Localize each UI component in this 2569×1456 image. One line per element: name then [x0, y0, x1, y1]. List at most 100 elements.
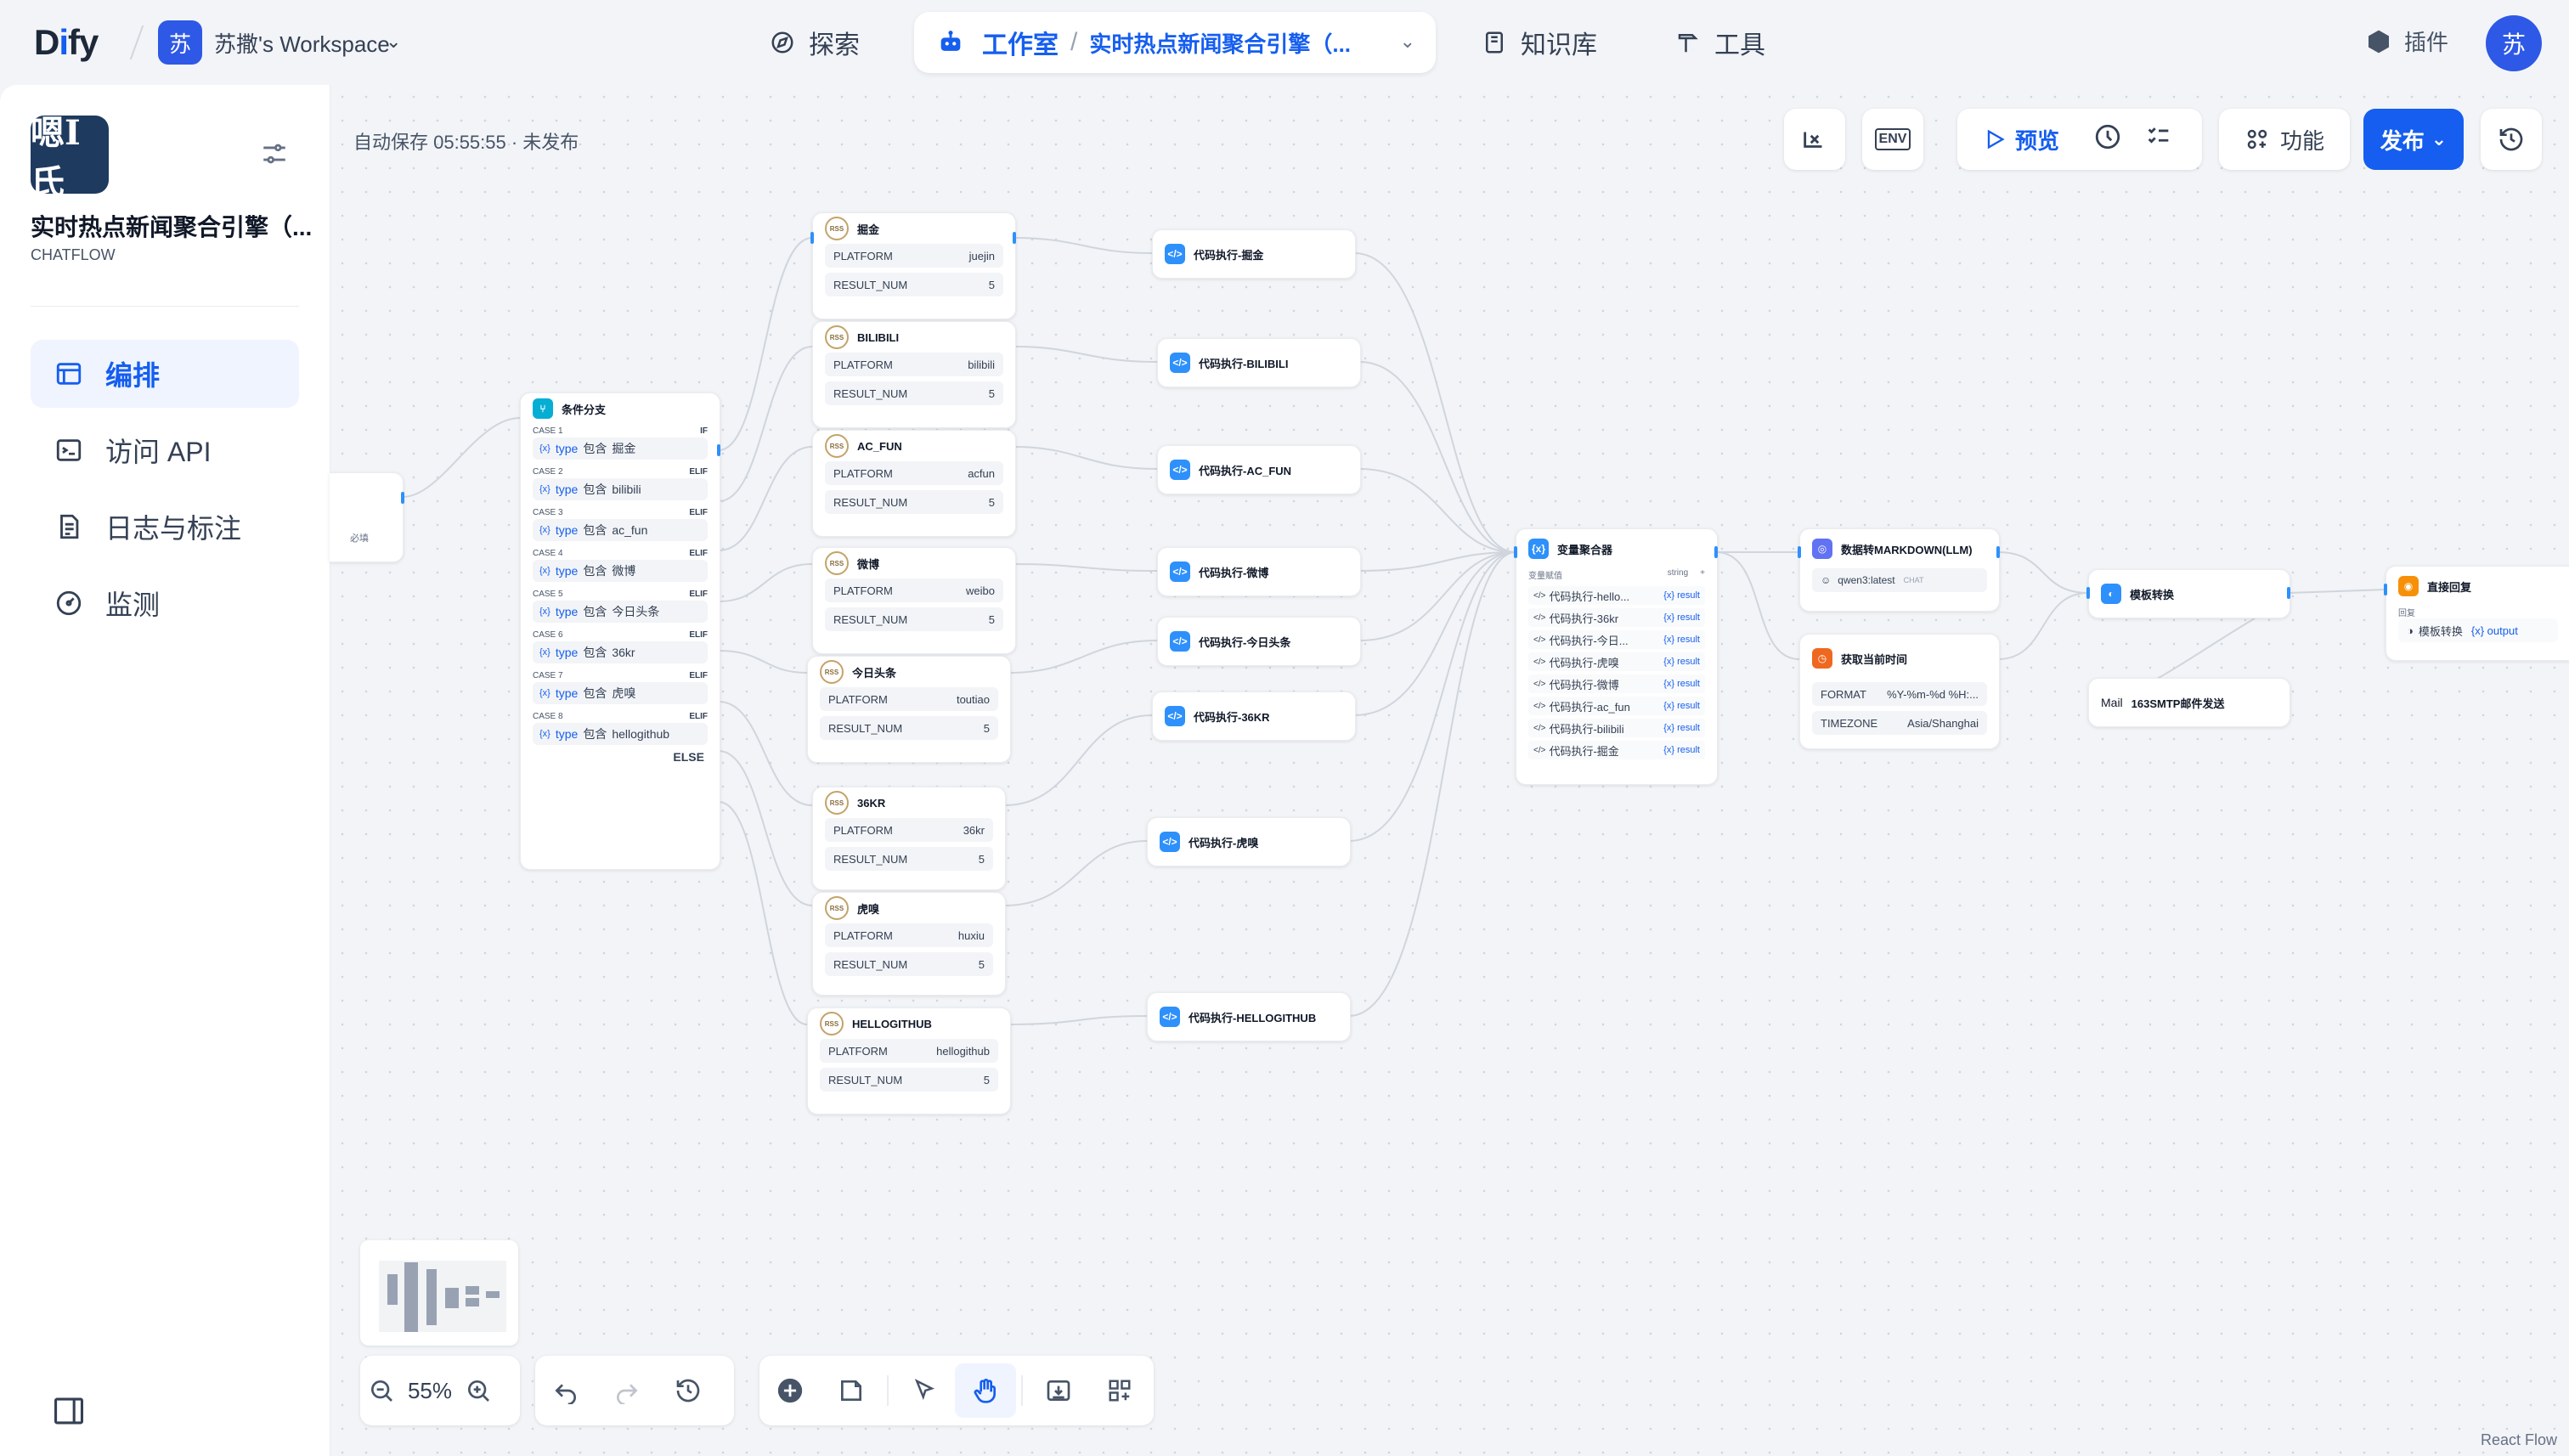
- code-icon: </>: [1533, 612, 1546, 623]
- top-bar: Dify 苏 苏撒's Workspace ⌄ 探索 工作室 / 实时热点新闻聚…: [0, 0, 2569, 85]
- plugins-button[interactable]: 插件: [2365, 25, 2448, 57]
- aggregator-variable[interactable]: </>代码执行-虎嗅{x} result: [1528, 652, 1705, 671]
- aggregator-variable[interactable]: </>代码执行-ac_fun{x} result: [1528, 697, 1705, 715]
- zoom-out-icon: [371, 1380, 392, 1402]
- sidebar-item-logs[interactable]: 日志与标注: [31, 493, 299, 561]
- redo-button[interactable]: [596, 1363, 658, 1418]
- code-icon: </>: [1533, 679, 1546, 689]
- code-node-juejin[interactable]: </>代码执行-掘金: [1152, 229, 1356, 279]
- nav-studio[interactable]: 工作室 / 实时热点新闻聚合引擎（... ⌄: [914, 12, 1436, 73]
- variable-aggregator-node[interactable]: {x}变量聚合器 变量赋值 string + </>代码执行-hello...{…: [1516, 528, 1718, 785]
- aggregator-variable[interactable]: </>代码执行-微博{x} result: [1528, 674, 1705, 693]
- rss-icon: RSS: [825, 217, 849, 240]
- sidebar-item-api[interactable]: 访问 API: [31, 416, 299, 484]
- autosave-status: 自动保存 05:55:55 · 未发布: [353, 132, 579, 153]
- code-node-huxiu[interactable]: </>代码执行-虎嗅: [1147, 817, 1351, 866]
- pointer-mode-button[interactable]: [894, 1363, 955, 1418]
- code-node-toutiao[interactable]: </>代码执行-今日头条: [1157, 617, 1361, 666]
- aggregator-variable[interactable]: </>代码执行-掘金{x} result: [1528, 741, 1705, 759]
- aggregator-variable[interactable]: </>代码执行-bilibili{x} result: [1528, 719, 1705, 737]
- change-history-button[interactable]: [658, 1363, 719, 1418]
- nav-knowledge[interactable]: 知识库: [1482, 15, 1597, 70]
- dify-logo[interactable]: Dify: [34, 22, 99, 62]
- aggregator-variable[interactable]: </>代码执行-36kr{x} result: [1528, 608, 1705, 627]
- add-note-button[interactable]: [821, 1363, 882, 1418]
- env-button[interactable]: ENV: [1862, 109, 1923, 170]
- nav-explore[interactable]: 探索: [770, 15, 860, 70]
- mail-node[interactable]: Mail 163SMTP邮件发送: [2088, 678, 2290, 727]
- settings-sliders-icon[interactable]: [260, 139, 289, 172]
- aggregator-variable[interactable]: </>代码执行-今日...{x} result: [1528, 630, 1705, 649]
- chevron-down-icon[interactable]: ⌄: [386, 31, 402, 52]
- llm-node[interactable]: ◎数据转MARKDOWN(LLM) ☺ qwen3:latest CHAT: [1799, 528, 2000, 612]
- add-variable-button[interactable]: +: [1700, 568, 1705, 578]
- export-image-button[interactable]: [1028, 1363, 1089, 1418]
- nav-tools[interactable]: 工具: [1675, 15, 1765, 70]
- chevron-down-icon: ⌄: [2431, 128, 2448, 150]
- workspace-name[interactable]: 苏撒's Workspace: [214, 31, 390, 57]
- organize-nodes-button[interactable]: [1089, 1363, 1150, 1418]
- features-button[interactable]: 功能: [2219, 109, 2350, 170]
- zoom-in-button[interactable]: [457, 1363, 500, 1418]
- workspace-avatar[interactable]: 苏: [158, 20, 202, 65]
- app-type: CHATFLOW: [31, 246, 116, 263]
- code-node-acfun[interactable]: </>代码执行-AC_FUN: [1157, 445, 1361, 494]
- publish-button[interactable]: 发布 ⌄: [2363, 109, 2464, 170]
- version-history-button[interactable]: [2481, 109, 2542, 170]
- add-node-button[interactable]: [759, 1363, 821, 1418]
- start-node[interactable]: 必填: [330, 472, 404, 562]
- sidebar-item-orchestrate[interactable]: 编排: [31, 340, 299, 408]
- apps-icon: [2247, 129, 2267, 150]
- code-icon: </>: [1170, 460, 1190, 480]
- history-controls: [535, 1356, 734, 1425]
- preview-button[interactable]: 预览: [1983, 124, 2059, 155]
- zoom-out-button[interactable]: [360, 1363, 403, 1418]
- hammer-icon: [1678, 34, 1698, 53]
- collapse-sidebar-icon[interactable]: [53, 1397, 85, 1430]
- code-node-hellogithub[interactable]: </>代码执行-HELLOGITHUB: [1147, 992, 1351, 1041]
- code-node-36kr[interactable]: </>代码执行-36KR: [1152, 691, 1356, 741]
- plus-circle-icon: [777, 1378, 803, 1403]
- code-node-weibo[interactable]: </>代码执行-微博: [1157, 547, 1361, 596]
- app-title: 实时热点新闻聚合引擎（...: [31, 214, 313, 240]
- variable-inspect-button[interactable]: [1784, 109, 1845, 170]
- user-avatar[interactable]: 苏: [2486, 15, 2542, 71]
- llm-icon: ◎: [1812, 539, 1832, 559]
- react-flow-attribution[interactable]: React Flow: [2480, 1431, 2557, 1448]
- minimap[interactable]: [360, 1240, 518, 1346]
- chevron-down-icon[interactable]: ⌄: [1399, 31, 1415, 52]
- run-history-icon[interactable]: [2093, 122, 2122, 157]
- hand-mode-button[interactable]: [955, 1363, 1016, 1418]
- answer-node[interactable]: ◉直接回复 回复 ◑ 模板转换 {x} output: [2386, 566, 2569, 661]
- divider: [31, 306, 299, 307]
- terminal-icon: [56, 439, 82, 461]
- template-transform-node[interactable]: ◐模板转换: [2088, 569, 2290, 618]
- zoom-level[interactable]: 55%: [407, 1377, 453, 1403]
- checklist-icon[interactable]: [2144, 122, 2173, 157]
- sidebar-item-monitor[interactable]: 监测: [31, 569, 299, 637]
- code-node-bilibili[interactable]: </>代码执行-BILIBILI: [1157, 338, 1361, 387]
- aggregator-variable[interactable]: </>代码执行-hello...{x} result: [1528, 586, 1705, 605]
- current-app-name[interactable]: 实时热点新闻聚合引擎（...: [1089, 31, 1352, 57]
- mail-icon: Mail: [2101, 696, 2123, 709]
- undo-button[interactable]: [535, 1363, 596, 1418]
